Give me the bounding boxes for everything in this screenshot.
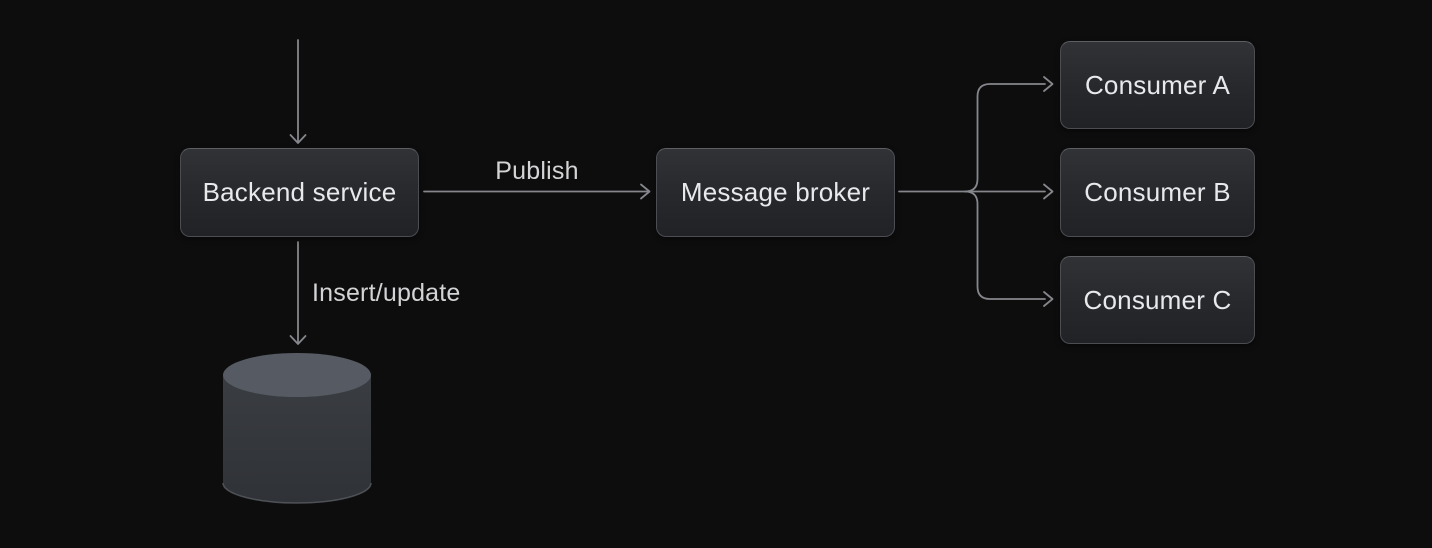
arrowhead-consumer-c-icon [1043, 291, 1054, 307]
node-message-broker-label: Message broker [680, 177, 871, 207]
edge-label-insert-update: Insert/update [312, 279, 461, 307]
cylinder-bottom-rim [222, 482, 372, 504]
arrowhead-insert-update-icon [289, 335, 307, 345]
node-consumer-b: Consumer B [1060, 148, 1255, 237]
node-backend-service: Backend service [180, 148, 419, 237]
node-backend-service-label: Backend service [202, 177, 397, 207]
node-consumer-b-label: Consumer B [1084, 177, 1231, 207]
node-consumer-c: Consumer C [1060, 256, 1255, 344]
edge-to-consumer-a-line [964, 83, 1046, 193]
node-consumer-a-label: Consumer A [1084, 69, 1231, 100]
database-cylinder [222, 353, 372, 504]
cylinder-body [223, 375, 371, 503]
arrowhead-into-backend-icon [289, 134, 307, 144]
node-consumer-a: Consumer A [1060, 41, 1255, 129]
edge-label-publish: Publish [495, 157, 579, 185]
node-consumer-c-label: Consumer C [1083, 284, 1232, 315]
arrowhead-consumer-a-icon [1043, 76, 1054, 92]
arrowhead-publish-icon [640, 183, 651, 200]
edge-to-consumer-c-line [964, 190, 1046, 300]
node-message-broker: Message broker [656, 148, 895, 237]
cylinder-top-ellipse [223, 353, 371, 397]
arrowhead-consumer-b-icon [1043, 183, 1054, 200]
